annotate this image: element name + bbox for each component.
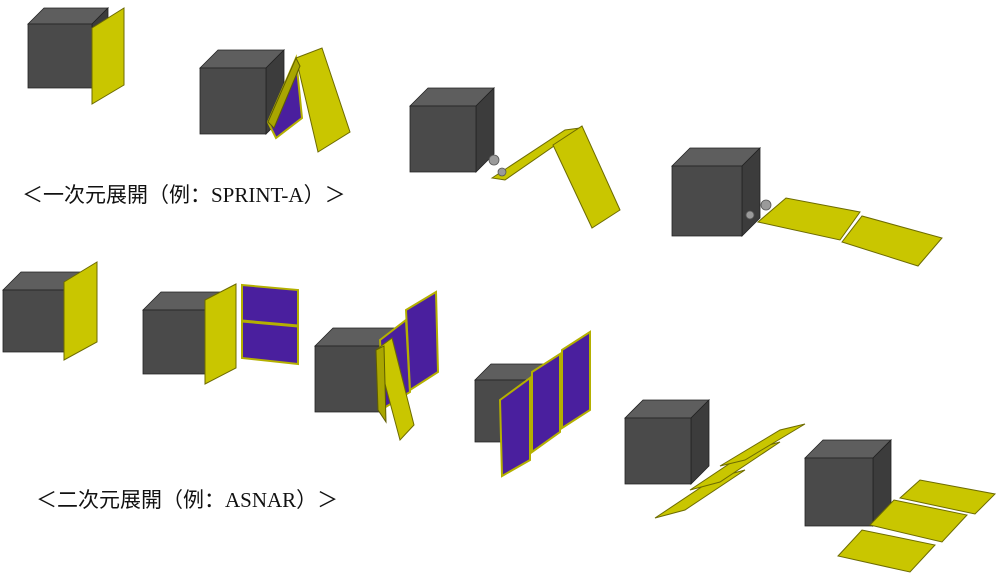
- asnar-stage-2-panels: [204, 283, 299, 385]
- cube-front-face: [671, 165, 743, 237]
- sprint-a-stage-1-panel: [91, 7, 125, 105]
- cube-front-face: [2, 289, 66, 353]
- asnar-stage-1-panel: [63, 261, 98, 361]
- asnar-stage-3-panels: [375, 290, 440, 442]
- cube-front-face: [409, 105, 477, 173]
- cube-front-face: [804, 457, 874, 527]
- asnar-stage-4-panels: [498, 330, 591, 478]
- cube-front-face: [314, 345, 382, 413]
- cube-front-face: [624, 417, 692, 485]
- sprint-a-stage-3-panels: [488, 125, 621, 229]
- sprint-a-stage-2-satellite-body: [199, 49, 285, 135]
- asnar-stage-6-panels: [837, 479, 997, 573]
- cube-front-face: [142, 309, 208, 375]
- cube-front-face: [27, 23, 93, 89]
- cube-front-face: [199, 67, 267, 135]
- caption-two-dimensional-deployment: ＜二次元展開（例：ASNAR）＞: [36, 488, 339, 512]
- asnar-stage-5-satellite-body: [624, 399, 710, 485]
- caption-one-dimensional-deployment: ＜一次元展開（例：SPRINT-A）＞: [22, 183, 346, 207]
- sprint-a-stage-4-panels: [745, 197, 943, 267]
- asnar-stage-6-satellite-body: [804, 439, 892, 527]
- asnar-stage-5-panels: [654, 423, 806, 519]
- sprint-a-stage-2-panels: [266, 47, 351, 153]
- sprint-a-stage-4-satellite-body: [671, 147, 761, 237]
- sprint-a-stage-3-satellite-body: [409, 87, 495, 173]
